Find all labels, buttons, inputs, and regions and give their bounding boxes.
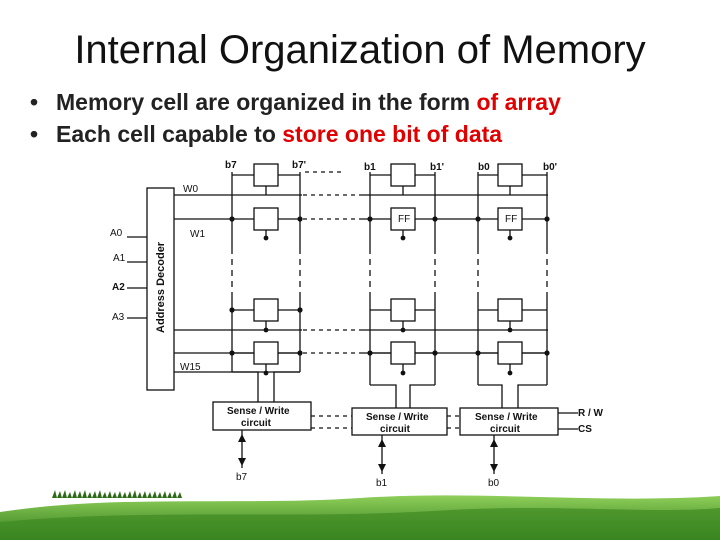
control-input-rw: R / W: [578, 408, 604, 419]
bitline-label-b1-prime: b1': [430, 162, 444, 173]
address-input-a2: A2: [112, 282, 125, 293]
address-decoder-label: Address Decoder: [155, 241, 167, 333]
wordline-label-w15: W15: [180, 362, 201, 373]
sense-write-b0: [459, 407, 559, 436]
bullet-highlight: of array: [476, 89, 561, 115]
ff-label-b1: FF: [398, 214, 410, 225]
slide-title: Internal Organization of Memory: [74, 28, 646, 72]
bitline-label-b0-prime: b0': [543, 162, 557, 173]
sense-write-b0-line1: Sense / Write: [475, 412, 538, 423]
wordline-label-w1: W1: [190, 229, 205, 240]
bullet-text: Memory cell are organized in the form: [56, 89, 477, 115]
bullet-marker: •: [30, 89, 39, 115]
address-input-a1: A1: [113, 253, 126, 264]
sense-write-b1: [351, 407, 448, 436]
bullet-item: • Each cell capable to store one bit of d…: [30, 118, 561, 150]
output-label-b0: b0: [488, 478, 500, 489]
bullet-text: Each cell capable to: [56, 121, 283, 147]
address-input-a3: A3: [112, 312, 125, 323]
bitline-label-b7: b7: [225, 160, 237, 171]
sense-write-b1-line1: Sense / Write: [366, 412, 429, 423]
bitline-label-b7-prime: b7': [292, 160, 306, 171]
ff-label-b0: FF: [505, 214, 517, 225]
address-input-a0: A0: [110, 228, 123, 239]
grass-footer-decoration: [0, 490, 720, 540]
output-label-b7: b7: [236, 472, 248, 483]
bitline-label-b0: b0: [478, 162, 490, 173]
bullet-item: • Memory cell are organized in the form o…: [30, 86, 561, 118]
bitline-label-b1: b1: [364, 162, 376, 173]
bullet-highlight: store one bit of data: [282, 121, 503, 147]
sense-write-b7-line1: Sense / Write: [227, 406, 290, 417]
output-label-b1: b1: [376, 478, 388, 489]
bullet-marker: •: [30, 121, 39, 147]
address-decoder-box: [146, 187, 175, 391]
sense-write-b7-line2: circuit: [241, 418, 272, 429]
control-input-cs: CS: [578, 424, 592, 435]
bullet-list: • Memory cell are organized in the form o…: [30, 86, 561, 150]
wordline-label-w0: W0: [183, 184, 198, 195]
sense-write-b1-line2: circuit: [380, 424, 411, 435]
sense-write-b0-line2: circuit: [490, 424, 521, 435]
